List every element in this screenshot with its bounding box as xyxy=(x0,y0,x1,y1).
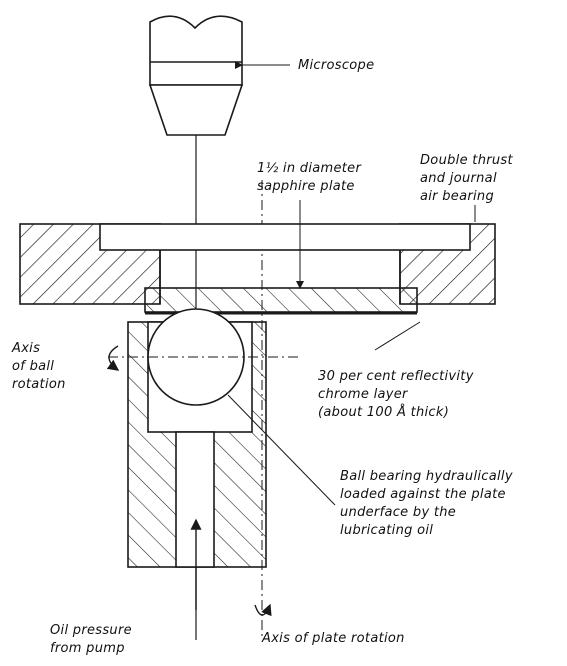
label-plate-axis: Axis of plate rotation xyxy=(262,631,405,646)
label-oil-pressure-2: from pump xyxy=(50,641,125,656)
label-oil-pressure-1: Oil pressure xyxy=(50,623,132,638)
label-chrome-1: 30 per cent reflectivity xyxy=(318,369,474,384)
label-ball-4: lubricating oil xyxy=(340,523,434,538)
label-sapphire-plate-2: sapphire plate xyxy=(257,179,355,194)
air-bearing-housing xyxy=(19,223,496,305)
label-sapphire-plate-1: 1½ in diameter xyxy=(257,161,362,176)
label-air-bearing-1: Double thrust xyxy=(420,153,513,168)
label-chrome-2: chrome layer xyxy=(318,387,408,402)
label-ball-3: underface by the xyxy=(340,505,457,520)
ball-rotation-arrow xyxy=(106,345,120,371)
leader-lines xyxy=(227,61,476,506)
label-air-bearing-3: air bearing xyxy=(420,189,495,204)
label-ball-1: Ball bearing hydraulically xyxy=(340,469,513,484)
label-axis-ball-2: of ball xyxy=(12,359,55,374)
label-air-bearing-2: and journal xyxy=(420,171,497,186)
label-axis-ball-1: Axis xyxy=(12,341,41,356)
label-axis-ball-3: rotation xyxy=(12,377,66,392)
sapphire-plate xyxy=(144,287,418,313)
plate-rotation-arrow xyxy=(254,603,272,617)
microscope-icon xyxy=(148,15,244,136)
label-microscope: Microscope xyxy=(298,58,375,73)
label-chrome-3: (about 100 Å thick) xyxy=(318,405,450,420)
label-ball-2: loaded against the plate xyxy=(340,487,506,502)
